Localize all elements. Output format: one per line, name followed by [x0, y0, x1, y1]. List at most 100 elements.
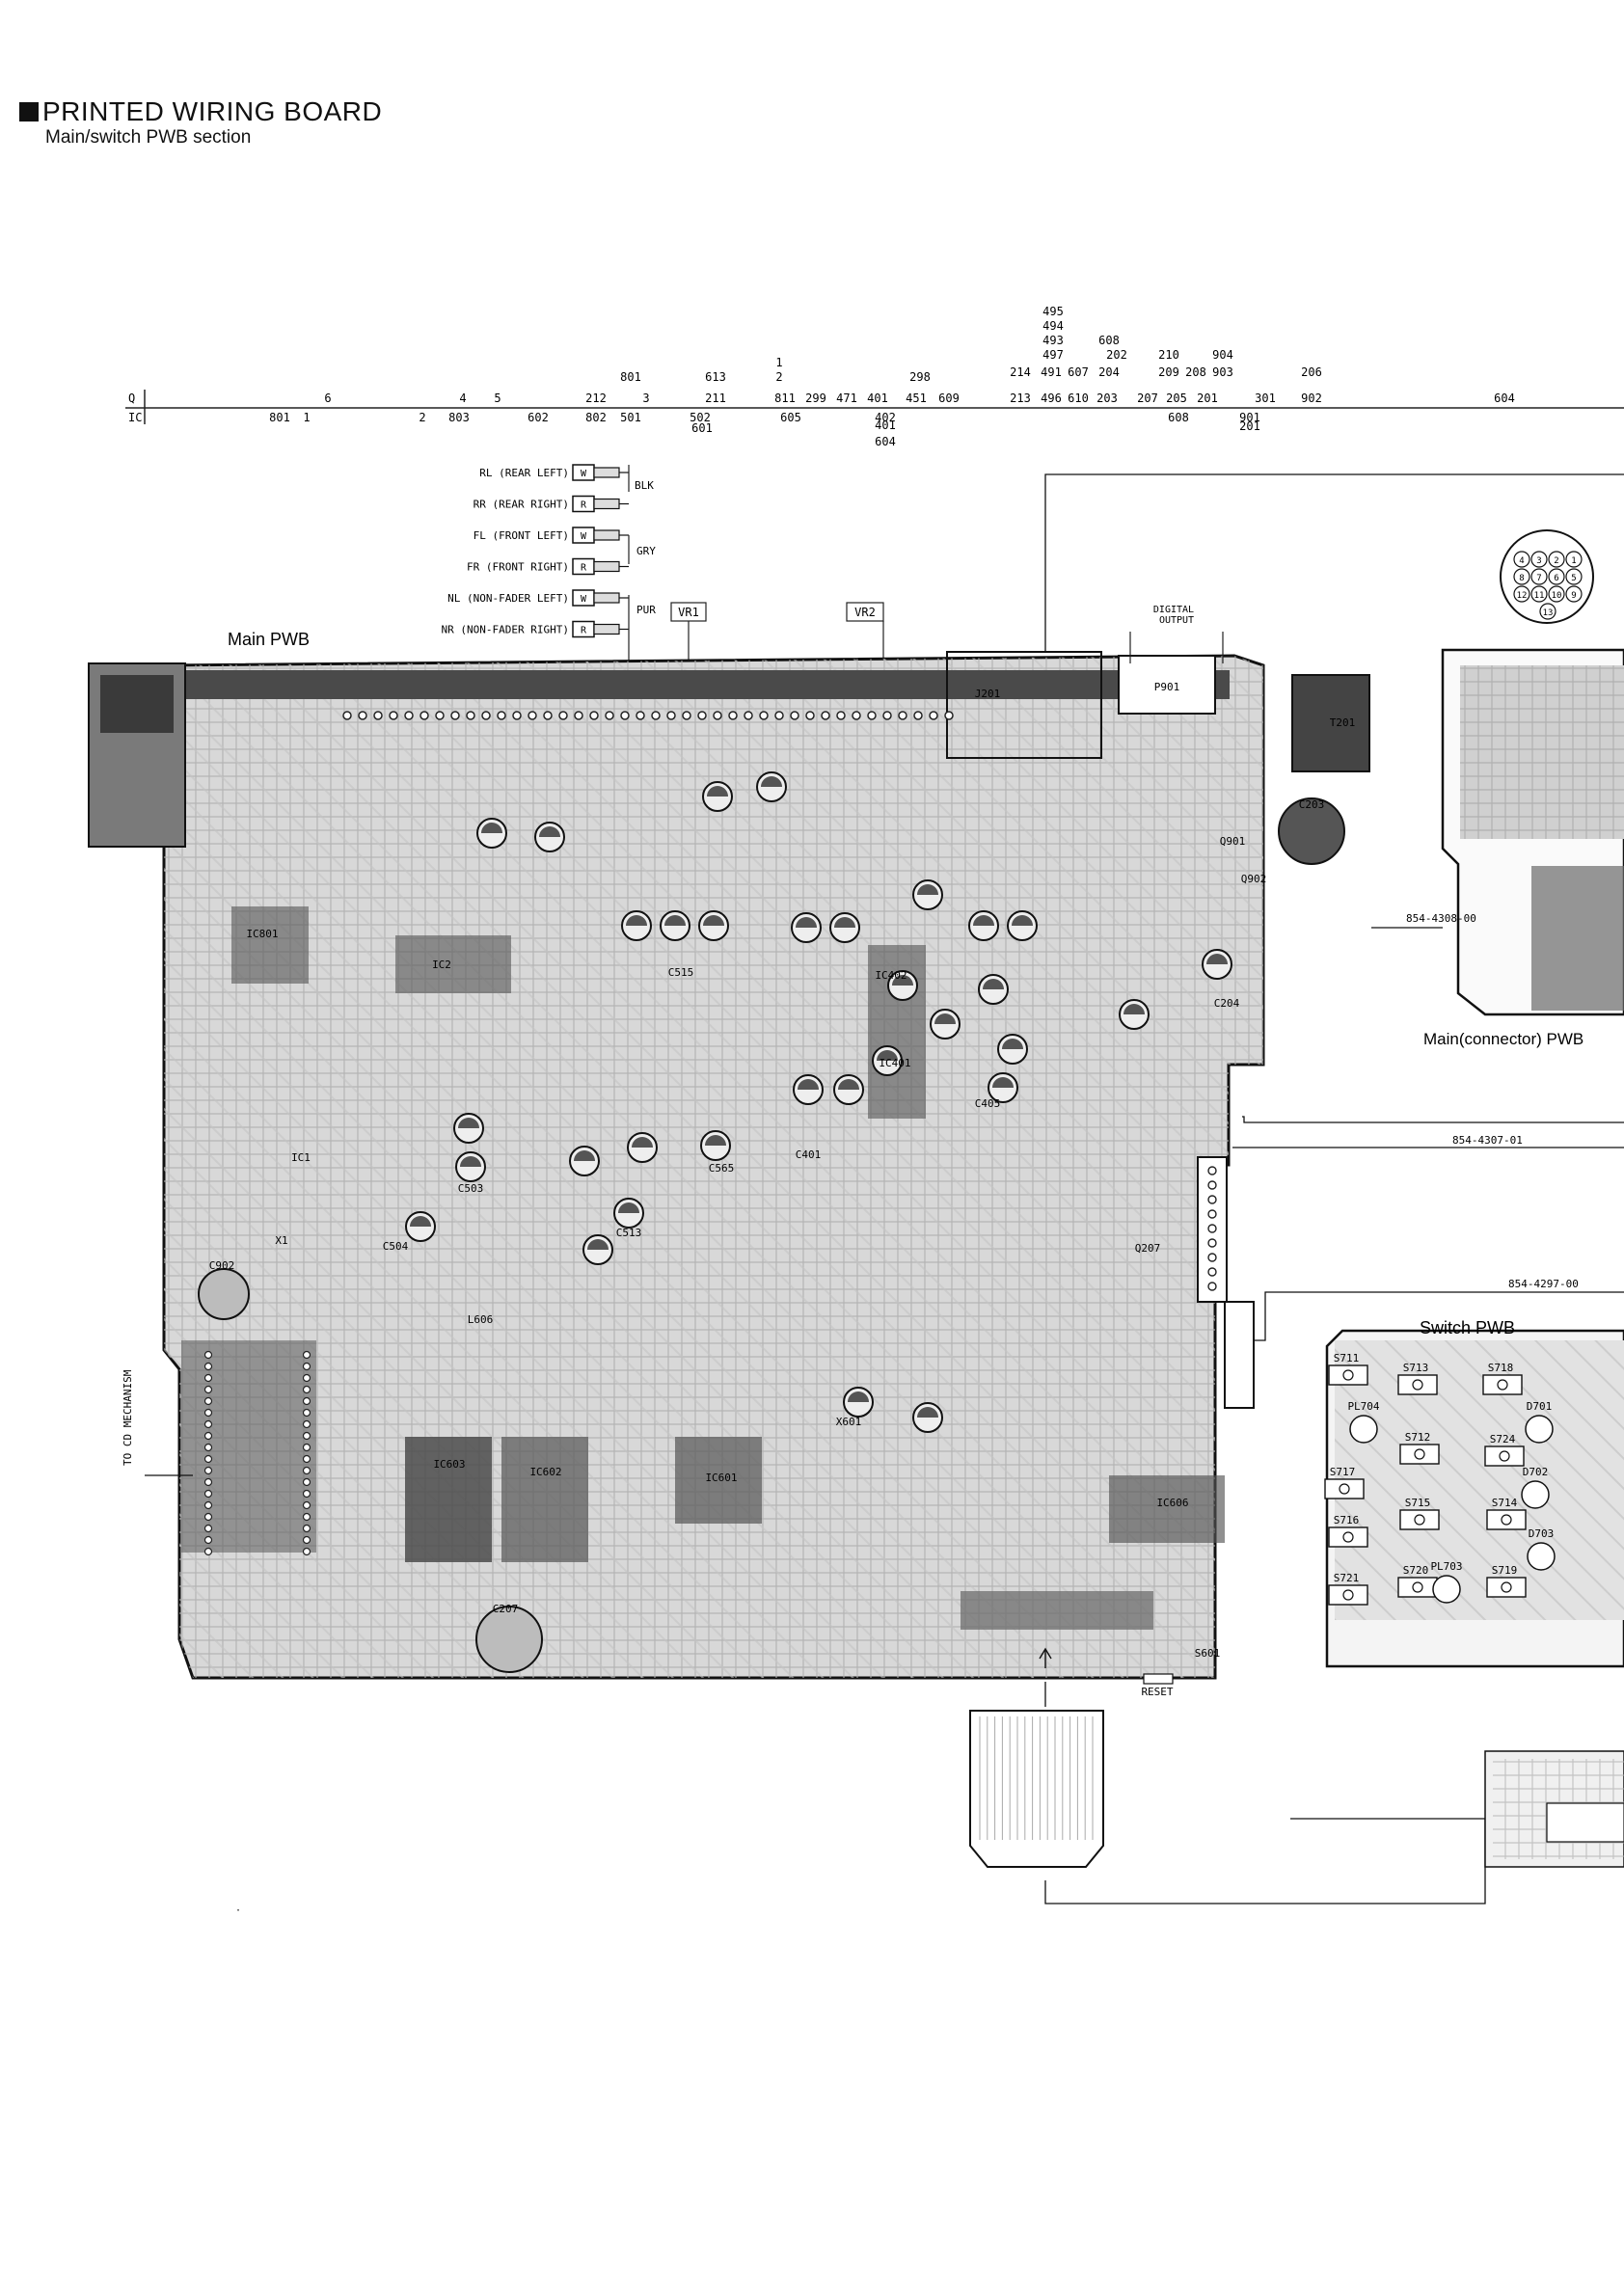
- ruler-stack-label: 493: [1042, 334, 1064, 347]
- din-pin-number: 8: [1519, 574, 1524, 583]
- switch-ref: S714: [1492, 1497, 1518, 1509]
- tact-switch: [1482, 1374, 1523, 1395]
- tact-switch: [1486, 1577, 1527, 1598]
- connector-pin-hole: [759, 711, 769, 720]
- capacitor-marking: [705, 1135, 726, 1146]
- header: PRINTED WIRING BOARD Main/switch PWB sec…: [19, 96, 382, 149]
- connector-pin-hole: [302, 1385, 311, 1394]
- capacitor-marking: [992, 1077, 1014, 1088]
- component-ref: S601: [1195, 1647, 1221, 1660]
- reset-label: RESET: [1141, 1686, 1173, 1698]
- connector-pin-hole: [1207, 1282, 1217, 1291]
- output-jack-label: RL (REAR LEFT): [479, 467, 569, 479]
- connector-pin-hole: [404, 711, 414, 720]
- component-ref: C513: [616, 1227, 642, 1239]
- capacitor-marking: [917, 1407, 938, 1418]
- main-part-number: 854-4307-01: [1452, 1134, 1523, 1147]
- main-pwb: Main PWB DIGITAL OUTPUT RESET IC801IC1IC…: [88, 605, 1608, 1698]
- tact-switch: [1328, 1584, 1368, 1606]
- tact-switch-button: [1342, 1589, 1354, 1601]
- switch-ref: S716: [1334, 1514, 1360, 1526]
- display-pwb-stub: [1484, 1750, 1624, 1868]
- output-jack-label: FL (FRONT LEFT): [474, 529, 569, 542]
- capacitor-marking: [1123, 1004, 1145, 1014]
- din-pin-number: 5: [1571, 574, 1576, 583]
- ruler-stack-label: 801: [620, 370, 641, 384]
- jack-plug-sleeve: [593, 592, 620, 604]
- connector-pin-hole: [302, 1512, 311, 1522]
- ruler-stack-label: 214: [1010, 365, 1031, 379]
- connector-pin-hole: [358, 711, 367, 720]
- connector-pin-hole: [342, 711, 352, 720]
- connector-pin-hole: [558, 711, 568, 720]
- tact-switch-button: [1342, 1369, 1354, 1381]
- connector-pin-hole: [898, 711, 907, 720]
- ruler-top-label: 212: [585, 392, 607, 405]
- din-pin-number: 11: [1534, 591, 1545, 601]
- connector-pin-hole: [929, 711, 938, 720]
- jack-plug-letter: W: [581, 594, 587, 605]
- connector-pin-hole: [203, 1512, 213, 1522]
- capacitor-marking: [798, 1079, 819, 1090]
- led-ref: D702: [1523, 1466, 1549, 1478]
- ruler-top-label: 299: [805, 392, 826, 405]
- output-jack: FR (FRONT RIGHT)R: [467, 557, 629, 576]
- vr2-tag: VR2: [854, 606, 876, 619]
- led-ref: D703: [1529, 1527, 1555, 1540]
- switch-ref: S712: [1405, 1431, 1431, 1444]
- output-jack: RL (REAR LEFT) W: [479, 464, 629, 481]
- component-ref: C565: [709, 1162, 735, 1175]
- ruler-stack-label: 401: [875, 419, 896, 432]
- component-ref: IC1: [291, 1151, 311, 1164]
- connector-pin-hole: [203, 1547, 213, 1556]
- digital-output-label: DIGITAL OUTPUT: [1153, 605, 1200, 626]
- connector-pin-hole: [373, 711, 383, 720]
- connector-pin-hole: [836, 711, 846, 720]
- interconnect-lines: [1044, 473, 1624, 1904]
- connector-pwb-label: Main(connector) PWB: [1423, 1030, 1583, 1048]
- tact-switch-button: [1414, 1514, 1425, 1526]
- connector-part-number: 854-4308-00: [1406, 912, 1476, 925]
- indicator-lamp: [1525, 1415, 1554, 1444]
- indicator-lamp: [1432, 1575, 1461, 1604]
- connector-pin-hole: [302, 1362, 311, 1371]
- connector-pin-hole: [302, 1489, 311, 1499]
- ruler-stack-label: 903: [1212, 365, 1233, 379]
- jack-plug-sleeve: [593, 560, 620, 573]
- output-jack: NL (NON-FADER LEFT)W: [447, 589, 629, 607]
- capacitor-marking: [587, 1239, 609, 1250]
- switch-ref: S719: [1492, 1564, 1518, 1577]
- connector-pin-hole: [302, 1547, 311, 1556]
- switch-ref: S715: [1405, 1497, 1431, 1509]
- digital-output-line-2: OUTPUT: [1159, 615, 1194, 626]
- jack-plug-letter: W: [581, 469, 587, 479]
- output-jack-label: RR (REAR RIGHT): [474, 499, 569, 511]
- jack-plug-sleeve: [593, 498, 620, 510]
- connector-pin-hole: [852, 711, 861, 720]
- connector-pin-hole: [203, 1477, 213, 1487]
- ruler-bottom-label: 801: [269, 411, 290, 424]
- connector-pin-hole: [302, 1454, 311, 1464]
- capacitor-marking: [632, 1137, 653, 1148]
- component-ref: C515: [668, 966, 694, 979]
- ruler-bottom-label: 602: [528, 411, 549, 424]
- tact-switch-button: [1414, 1448, 1425, 1460]
- ruler-stack-label: 613: [705, 370, 726, 384]
- wire-color-gry: GRY: [636, 545, 656, 557]
- switch-ref: S717: [1330, 1466, 1356, 1478]
- ruler-top-label: 213: [1010, 392, 1031, 405]
- component-ref: Q207: [1135, 1242, 1161, 1255]
- connector-pin-hole: [302, 1524, 311, 1533]
- ruler-top-label: 451: [906, 392, 927, 405]
- ruler-stack-label: 208: [1185, 365, 1206, 379]
- ruler-stack-label: 601: [691, 421, 713, 435]
- connector-pin-hole: [913, 711, 923, 720]
- connector-pin-hole: [203, 1385, 213, 1394]
- connector-pin-hole: [867, 711, 877, 720]
- connector-pin-hole: [697, 711, 707, 720]
- connector-pin-hole: [1207, 1166, 1217, 1175]
- ruler-bottom-label: 608: [1168, 411, 1189, 424]
- din-pin-number: 9: [1571, 591, 1576, 601]
- connector-pin-hole: [728, 711, 738, 720]
